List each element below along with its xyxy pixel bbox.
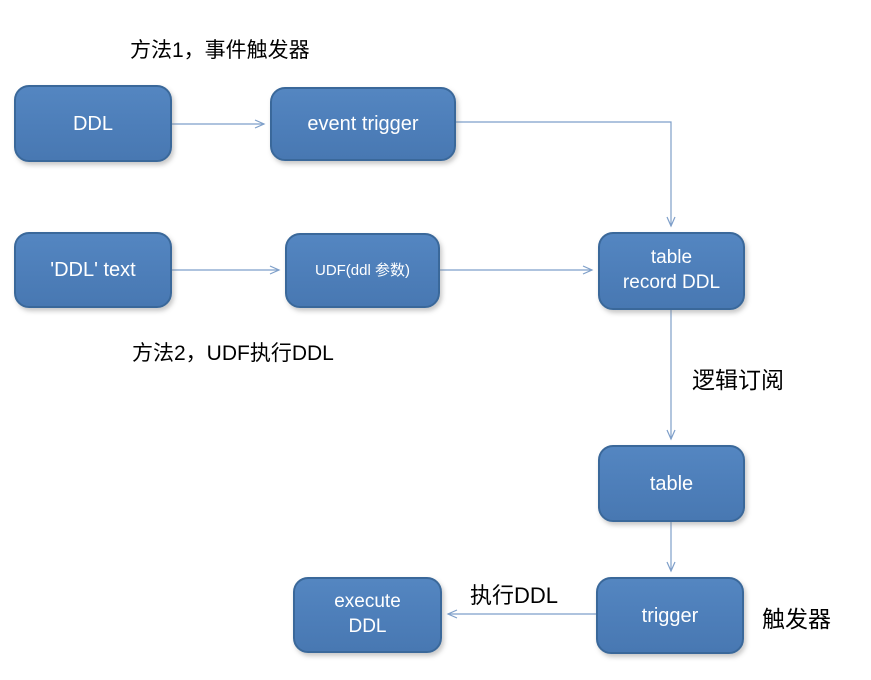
node-trigger: trigger — [596, 577, 744, 654]
node-event-trigger-label: event trigger — [307, 113, 419, 135]
node-execute-ddl: execute DDL — [293, 577, 442, 653]
node-udf-label: UDF(ddl 参数) — [314, 261, 410, 279]
node-table-record-ddl-line1: table — [650, 247, 693, 269]
node-trigger-label: trigger — [641, 604, 699, 627]
label-method2: 方法2，UDF执行DDL — [132, 342, 334, 365]
node-event-trigger: event trigger — [270, 87, 456, 161]
label-execute-ddl-action: 执行DDL — [470, 583, 559, 608]
node-ddl-label: DDL — [72, 112, 113, 135]
connector-event-trigger-to-table-record-ddl — [456, 121, 676, 228]
node-table: table — [598, 445, 745, 522]
node-execute-ddl-line1: execute — [334, 591, 401, 613]
node-execute-ddl-line2: DDL — [348, 616, 387, 637]
label-logical-subscription: 逻辑订阅 — [692, 367, 784, 393]
node-table-record-ddl-line2: record DDL — [622, 272, 721, 293]
node-ddl-text-label: 'DDL' text — [50, 259, 136, 281]
node-table-record-ddl: table record DDL — [598, 232, 745, 310]
label-trigger-cn: 触发器 — [762, 606, 831, 632]
node-table-label: table — [649, 472, 694, 495]
node-udf: UDF(ddl 参数) — [285, 233, 440, 308]
label-method1: 方法1，事件触发器 — [130, 39, 310, 62]
node-ddl: DDL — [14, 85, 172, 162]
node-ddl-text: 'DDL' text — [14, 232, 172, 308]
